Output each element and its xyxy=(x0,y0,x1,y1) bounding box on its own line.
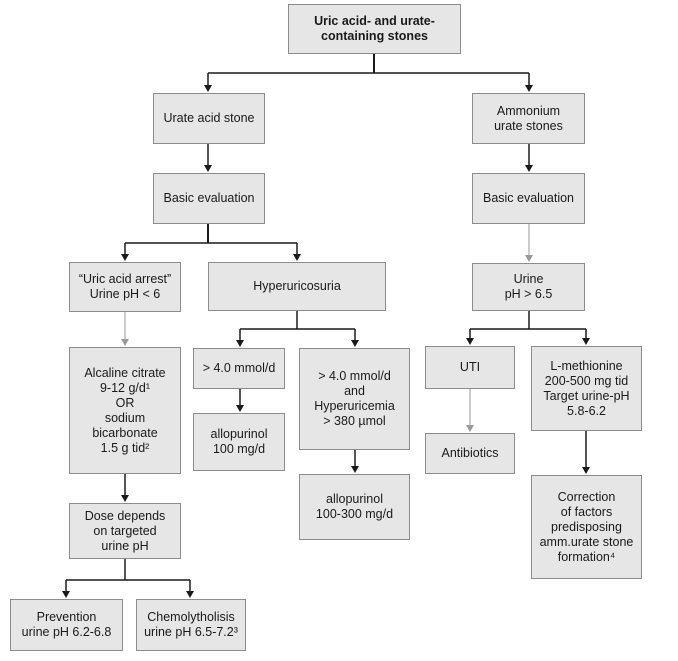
node-text-line: amm.urate stone xyxy=(539,534,634,549)
node-text-line: 100 mg/d xyxy=(212,442,266,456)
node-text-line: Hyperuricosuria xyxy=(253,279,341,293)
node-text-line: allopurinol xyxy=(210,427,268,441)
arrowhead xyxy=(582,467,590,474)
arrowhead xyxy=(121,254,129,261)
node-text-line: urine pH 6.2-6.8 xyxy=(21,625,112,639)
node-text-line: Hyperuricemia xyxy=(314,399,395,413)
node-antibiotics: Antibiotics xyxy=(425,433,515,474)
node-text-line: 100-300 mg/d xyxy=(315,507,394,521)
node-text-line: > 4.0 mmol/d xyxy=(202,361,276,375)
arrowhead xyxy=(121,495,129,502)
node-text-line: OR xyxy=(115,395,135,410)
node-uric-acid-urate-stones: Uric acid- and urate-containing stones xyxy=(288,4,461,54)
node-text-line: 9-12 g/d¹ xyxy=(99,380,151,395)
node-text-line: 200-500 mg tid xyxy=(544,373,629,388)
node-text-line: allopurinol xyxy=(326,492,383,506)
node-text-line: urine pH 6.5-7.2³ xyxy=(144,625,238,639)
node-text-line: 1.5 g tid² xyxy=(100,440,150,455)
node-text-line: UTI xyxy=(459,360,481,374)
arrowhead xyxy=(186,591,194,598)
node-text-line: formation⁴ xyxy=(557,549,616,564)
arrowhead xyxy=(466,338,474,345)
node-text-line: > 4.0 mmol/d xyxy=(318,369,391,383)
node-basic-evaluation-left: Basic evaluation xyxy=(153,173,265,224)
node-text-line: Basic evaluation xyxy=(163,191,255,205)
node-text-line: of factors xyxy=(560,504,613,519)
node-text-line: urate stones xyxy=(494,118,563,133)
arrowhead xyxy=(204,165,212,172)
arrowhead xyxy=(351,340,359,347)
arrowhead xyxy=(204,85,212,92)
node-text-line: Correction xyxy=(557,489,616,504)
node-hyperuricosuria: Hyperuricosuria xyxy=(208,262,386,311)
arrowhead xyxy=(525,165,533,172)
node-text-line: “Uric acid arrest” xyxy=(78,272,172,286)
arrowhead xyxy=(351,466,359,473)
arrowhead xyxy=(236,340,244,347)
node-uti: UTI xyxy=(425,346,515,389)
arrowhead xyxy=(582,338,590,345)
node-text-line: Ammonium xyxy=(496,103,561,118)
node-text-line: Basic evaluation xyxy=(482,191,575,205)
node-text-line: Urate acid stone xyxy=(163,111,255,125)
node-text-line: predisposing xyxy=(551,519,622,534)
node-text-line: Antibiotics xyxy=(441,446,499,460)
node-text-line: containing stones xyxy=(321,29,428,43)
node-uric-acid-arrest: “Uric acid arrest”Urine pH < 6 xyxy=(69,262,181,312)
node-text-line: Uric acid- and urate- xyxy=(314,14,435,28)
node-gt4-mmol: > 4.0 mmol/d xyxy=(193,348,285,389)
arrowhead xyxy=(525,85,533,92)
arrowhead xyxy=(62,591,70,598)
node-text-line: sodium xyxy=(104,410,146,425)
node-text-line: Urine xyxy=(513,272,544,286)
node-text-line: Prevention xyxy=(36,610,97,624)
node-text-line: Dose depends xyxy=(84,508,166,523)
node-text-line: pH > 6.5 xyxy=(504,287,553,301)
arrowhead xyxy=(293,254,301,261)
node-text-line: urine pH xyxy=(101,538,149,553)
arrowhead xyxy=(525,255,533,262)
node-text-line: 5.8-6.2 xyxy=(567,403,606,418)
node-urate-acid-stone: Urate acid stone xyxy=(153,93,265,144)
node-text-line: bicarbonate xyxy=(92,425,158,440)
node-text-line: Urine pH < 6 xyxy=(89,287,161,301)
arrowhead xyxy=(236,405,244,412)
node-basic-evaluation-right: Basic evaluation xyxy=(472,173,585,224)
node-text-line: L-methionine xyxy=(550,358,623,373)
node-text-line: on targeted xyxy=(93,523,157,538)
node-text-line: Target urine-pH xyxy=(543,388,630,403)
node-text-line: > 380 µmol xyxy=(323,414,386,428)
node-text-line: Chemolytholisis xyxy=(147,610,235,624)
node-text-line: and xyxy=(344,384,365,398)
arrowhead xyxy=(121,339,129,346)
node-text-line: Alcaline citrate xyxy=(84,365,166,380)
arrowhead xyxy=(466,425,474,432)
